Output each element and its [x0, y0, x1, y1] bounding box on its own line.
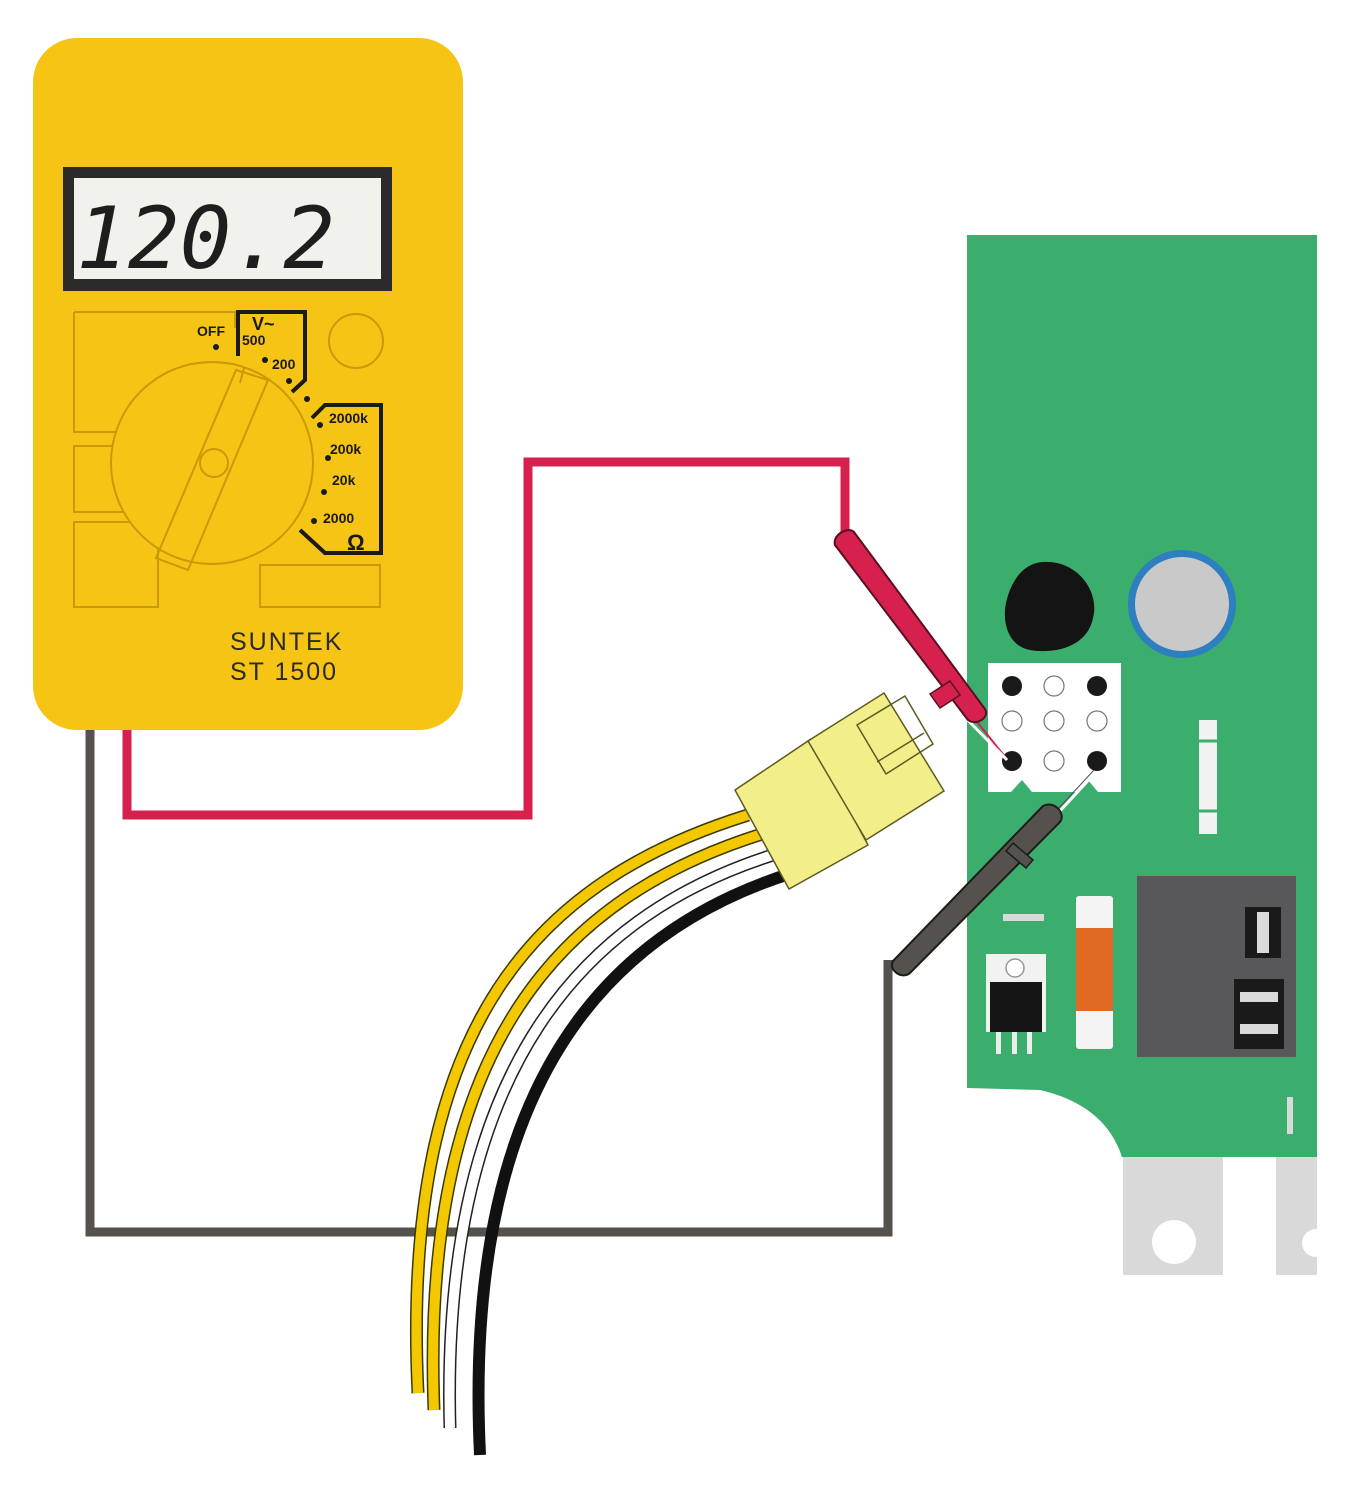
harness-connector: [734, 691, 946, 891]
lcd-reading: 120.2: [76, 189, 335, 289]
white-wire: [444, 849, 778, 1429]
spade-terminal-left: [1123, 1157, 1223, 1275]
ohm-symbol-icon: Ω: [347, 530, 365, 555]
red-lead-wire: [122, 457, 850, 820]
hold-button[interactable]: [328, 313, 384, 369]
board-marking: [1287, 1097, 1293, 1134]
yellow-wire-2: [428, 829, 764, 1411]
red-probe[interactable]: [833, 529, 1009, 762]
cartridge-fuse: [1076, 896, 1113, 1049]
dial-resistance-range-label: 2000k: [329, 410, 368, 426]
glass-fuse: [1199, 720, 1217, 834]
wire-harness: [410, 691, 946, 1456]
voltage-regulator: [986, 954, 1046, 1054]
lcd-window: [74, 178, 381, 279]
pin-header-pins: [1001, 675, 1108, 772]
black-component: [1004, 561, 1095, 652]
capacitor-top: [1135, 557, 1229, 651]
dial-voltage-range-label: 500: [242, 332, 266, 348]
dial-voltage-symbol: V~: [252, 314, 275, 334]
dial-resistance-range-label: 2000: [323, 510, 354, 526]
circuit-board: [967, 235, 1330, 1275]
voltage-range-bracket: [236, 310, 307, 394]
black-probe[interactable]: [890, 769, 1098, 977]
digital-multimeter: 120.2 OFF V~ 500 200 2000k 200k 20k 2000…: [33, 38, 463, 730]
smd-resistor: [1003, 914, 1044, 921]
dial-detent-dots: [213, 344, 331, 524]
rotary-selector-icon[interactable]: [110, 361, 314, 572]
meter-model: ST 1500: [230, 658, 338, 686]
resistance-range-bracket: [298, 403, 383, 555]
dial-voltage-range-label: 200: [272, 356, 296, 372]
dial-off-label: OFF: [197, 323, 225, 339]
meter-brand: SUNTEK: [230, 628, 343, 656]
dial-resistance-range-label: 200k: [330, 441, 361, 457]
dial-resistance-range-label: 20k: [332, 472, 356, 488]
yellow-wire-1: [411, 810, 750, 1394]
black-wire: [472, 867, 794, 1456]
relay: [1137, 876, 1296, 1057]
spade-terminal-right: [1276, 1157, 1330, 1275]
